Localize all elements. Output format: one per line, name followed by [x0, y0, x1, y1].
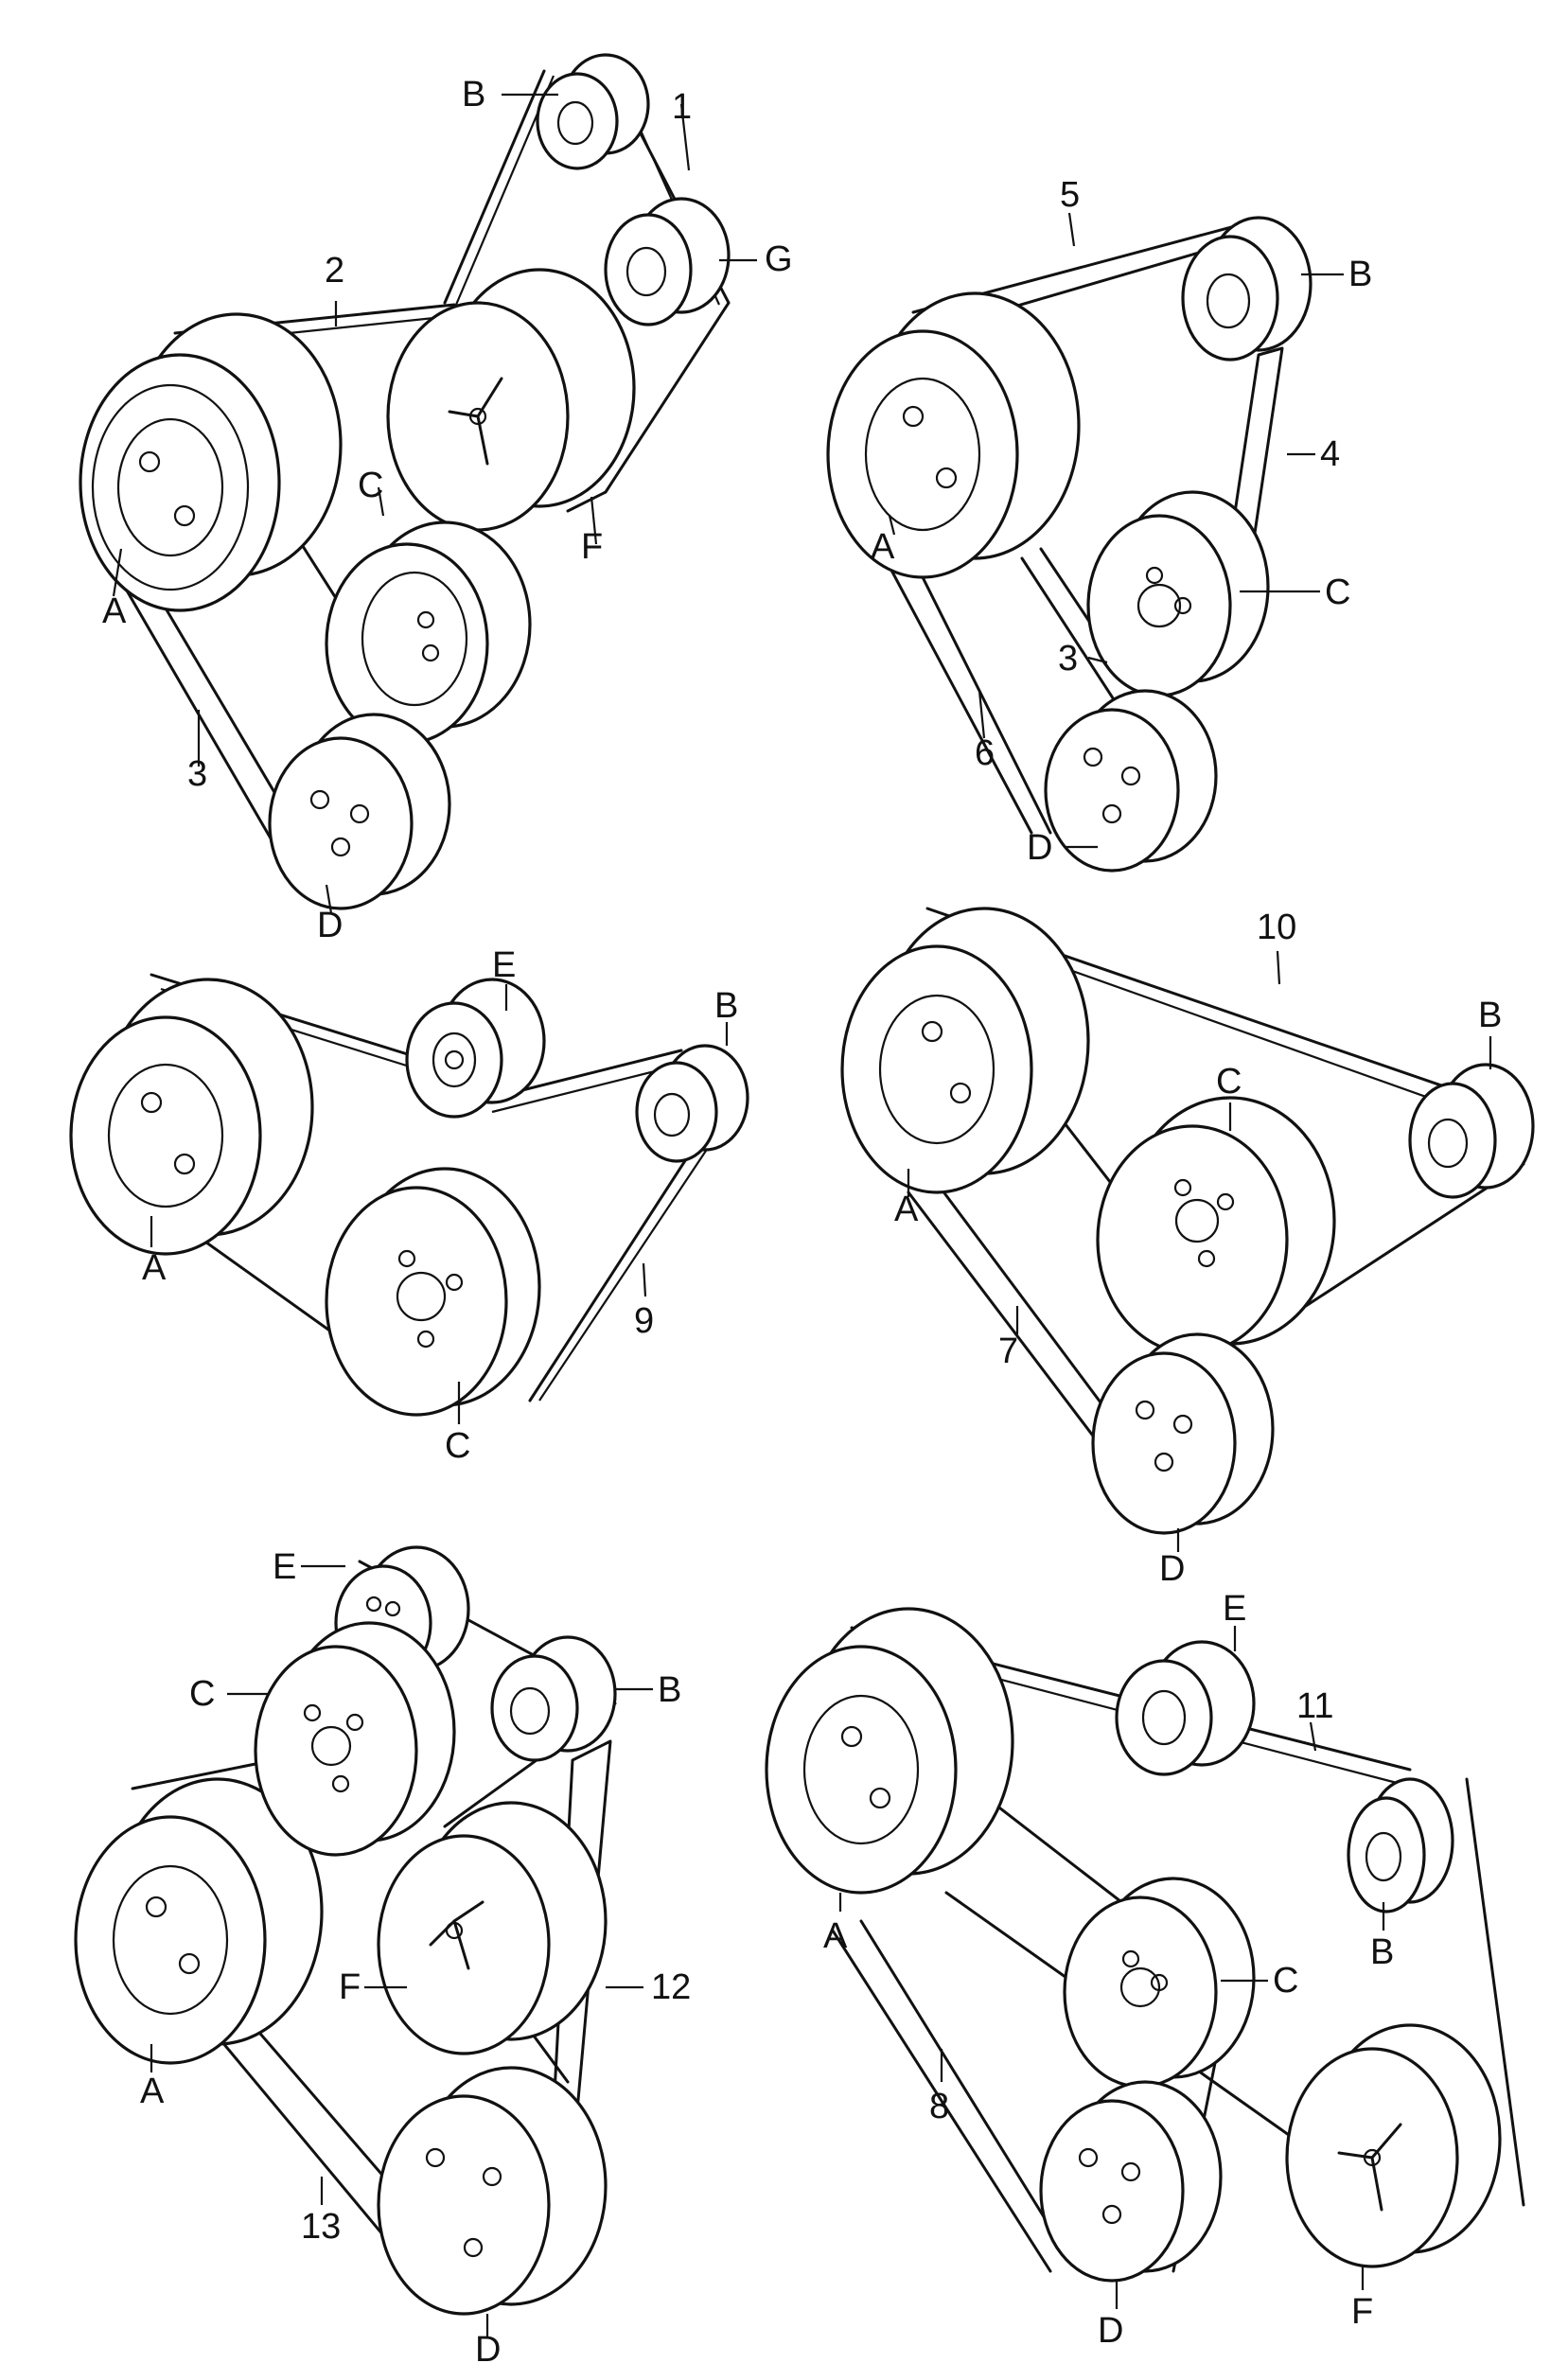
pulley-b-idler-icon — [490, 1635, 617, 1762]
belt-label-4: 4 — [1320, 434, 1340, 474]
pulley-f-fan-hub-icon — [386, 268, 636, 532]
pulley-c-alternator-pulley-icon — [325, 520, 532, 745]
belt-label-12: 12 — [651, 1967, 691, 2007]
label-c: C — [189, 1674, 215, 1714]
callout-lines — [150, 1564, 653, 2337]
label-b: B — [714, 986, 738, 1026]
callout-lines — [150, 984, 729, 1424]
belt-label-6: 6 — [975, 733, 995, 773]
label-a: A — [894, 1190, 919, 1229]
pulley-d-pump-pulley-icon — [1044, 689, 1218, 873]
pulley-c-alternator-pulley-icon — [1096, 1096, 1336, 1355]
pulley-d-pump-pulley-icon — [268, 713, 451, 910]
pulley-e-tensioner-icon — [405, 978, 546, 1119]
diagram-bottom-left: E C B 12 F A 13 D — [74, 1545, 691, 2363]
label-f: F — [1351, 2292, 1373, 2332]
callout-lines — [838, 1626, 1385, 2309]
callout-lines — [112, 93, 757, 914]
pulley-a-crank-hub-icon — [826, 291, 1081, 579]
label-e: E — [1223, 1589, 1246, 1629]
belt-label-7: 7 — [998, 1331, 1018, 1371]
pulley-a-crank-hub-icon — [74, 1777, 324, 2065]
pulley-c-alternator-pulley-icon — [1086, 490, 1270, 697]
pulley-c-alternator-pulley-icon — [1063, 1877, 1256, 2089]
belt-label-5: 5 — [1060, 175, 1080, 215]
label-a: A — [823, 1916, 848, 1956]
pulley-a-crank-hub-icon — [79, 312, 343, 612]
callout-lines — [888, 212, 1344, 849]
label-a: A — [871, 527, 895, 567]
belt-label-2: 2 — [325, 251, 344, 291]
label-a: A — [140, 2072, 165, 2111]
label-e: E — [273, 1547, 296, 1587]
belt-label-1: 1 — [672, 87, 692, 127]
label-c: C — [445, 1426, 470, 1466]
belt-label-9: 9 — [634, 1301, 654, 1341]
label-a: A — [142, 1248, 167, 1288]
label-c: C — [1273, 1961, 1298, 2001]
pulley-c-alternator-pulley-icon — [325, 1167, 541, 1417]
pulley-b-idler-icon — [1347, 1777, 1454, 1913]
diagram-top-left: B G F C A D 1 2 3 — [79, 53, 793, 945]
label-a: A — [102, 591, 127, 631]
label-d: D — [1159, 1549, 1185, 1589]
pulley-b-idler-icon — [536, 53, 650, 170]
label-f: F — [581, 527, 603, 567]
label-c: C — [1325, 573, 1350, 612]
label-d: D — [1098, 2311, 1123, 2351]
label-f: F — [339, 1967, 361, 2007]
pulley-f-fan-hub-icon — [377, 1801, 608, 2055]
diagram-bottom-right: E 11 A B C 8 D F — [765, 1589, 1525, 2351]
belt-label-3: 3 — [1058, 639, 1078, 679]
diagram-middle-right: 10 B C A 7 D — [840, 907, 1535, 1589]
label-g: G — [765, 239, 793, 279]
pulley-e-tensioner-icon — [1115, 1640, 1256, 1776]
label-d: D — [475, 2330, 501, 2363]
label-d: D — [317, 906, 343, 945]
pulley-c-alternator-pulley-icon — [254, 1621, 456, 1857]
belt-6 — [878, 538, 1052, 835]
pulley-b-idler-icon — [1408, 1063, 1535, 1199]
pulley-d-pump-pulley-icon — [377, 2066, 608, 2316]
pulley-b-idler-icon — [1181, 216, 1313, 362]
pulley-d-pump-pulley-icon — [1091, 1332, 1275, 1535]
label-d: D — [1027, 828, 1052, 868]
pulley-a-crank-hub-icon — [765, 1607, 1014, 1895]
belt-label-13: 13 — [301, 2207, 341, 2247]
label-c: C — [358, 466, 383, 505]
label-b: B — [658, 1670, 681, 1710]
pulley-d-pump-pulley-icon — [1039, 2080, 1223, 2283]
pulley-a-crank-hub-icon — [69, 978, 314, 1256]
callout-lines — [907, 950, 1492, 1552]
label-b: B — [1478, 996, 1502, 1035]
diagram-top-right: B C A D 5 4 3 6 — [826, 175, 1372, 873]
pulley-a-crank-hub-icon — [840, 907, 1090, 1194]
pulley-g-idler-icon — [604, 197, 731, 326]
label-e: E — [492, 945, 516, 985]
pulley-f-fan-hub-icon — [1285, 2023, 1502, 2268]
label-b: B — [1348, 255, 1372, 294]
belt-label-3: 3 — [187, 754, 207, 794]
belt-label-10: 10 — [1257, 908, 1296, 947]
diagram-middle-left: E B A C 9 — [69, 945, 749, 1466]
label-c: C — [1216, 1062, 1242, 1102]
pulley-b-idler-icon — [635, 1044, 749, 1163]
belt-label-8: 8 — [929, 2087, 949, 2126]
belt-label-11: 11 — [1296, 1686, 1333, 1726]
label-b: B — [462, 75, 485, 115]
label-b: B — [1370, 1932, 1394, 1972]
